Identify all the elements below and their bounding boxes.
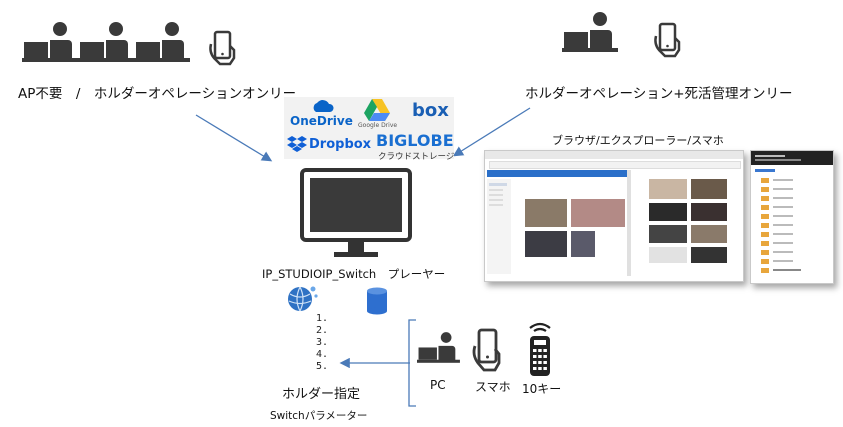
workstation-icon-1 xyxy=(22,22,78,62)
arrow-left-to-monitor xyxy=(195,114,273,162)
smartphone-hand-icon xyxy=(209,30,236,66)
list-item-3: 3. xyxy=(316,337,329,348)
workstation-icon-4 xyxy=(562,12,618,52)
smartphone-hand-icon-2 xyxy=(654,22,681,58)
database-icon xyxy=(367,287,387,315)
smartphone-label: スマホ xyxy=(475,380,511,394)
top-left-label: AP不要 / ホルダーオペレーションオンリー xyxy=(18,86,297,102)
browser-caption: ブラウザ/エクスプローラー/スマホ xyxy=(552,134,724,147)
dropbox-logo: Dropbox xyxy=(309,137,372,152)
dropbox-icon xyxy=(287,136,307,152)
tenkey-label: 10キー xyxy=(522,382,562,396)
browser-screenshot xyxy=(484,150,744,282)
input-bracket xyxy=(408,319,416,407)
list-item-5: 5. xyxy=(316,361,329,372)
smartphone-icon xyxy=(472,328,501,372)
arrow-right-to-monitor xyxy=(452,107,531,157)
smartphone-screenshot xyxy=(750,150,834,284)
google-drive-icon xyxy=(364,99,390,121)
onedrive-cloud-icon xyxy=(313,100,334,112)
list-item-2: 2. xyxy=(316,325,329,336)
onedrive-logo: OneDrive xyxy=(290,114,353,128)
monitor-caption: IP_STUDIOIP_Switch プレーヤー xyxy=(262,267,446,281)
pc-icon xyxy=(417,332,460,363)
workstation-icon-3 xyxy=(134,22,190,62)
remote-control-icon xyxy=(529,322,551,376)
google-drive-logo: Google Drive xyxy=(358,122,398,129)
monitor-icon xyxy=(300,168,412,257)
list-item-4: 4. xyxy=(316,349,329,360)
list-item-1: 1. xyxy=(316,313,329,324)
workstation-icon-2 xyxy=(78,22,134,62)
biglobe-subtitle: クラウドストレージ xyxy=(378,152,455,162)
folder-spec-label: ホルダー指定 xyxy=(282,387,361,402)
box-logo: box xyxy=(412,100,449,121)
switch-param-label: Switchパラメーター xyxy=(270,410,368,422)
globe-network-icon xyxy=(288,286,318,312)
biglobe-logo: BIGLOBE xyxy=(376,131,454,150)
pc-label: PC xyxy=(430,378,446,392)
top-right-label: ホルダーオペレーション+死活管理オンリー xyxy=(525,86,793,102)
